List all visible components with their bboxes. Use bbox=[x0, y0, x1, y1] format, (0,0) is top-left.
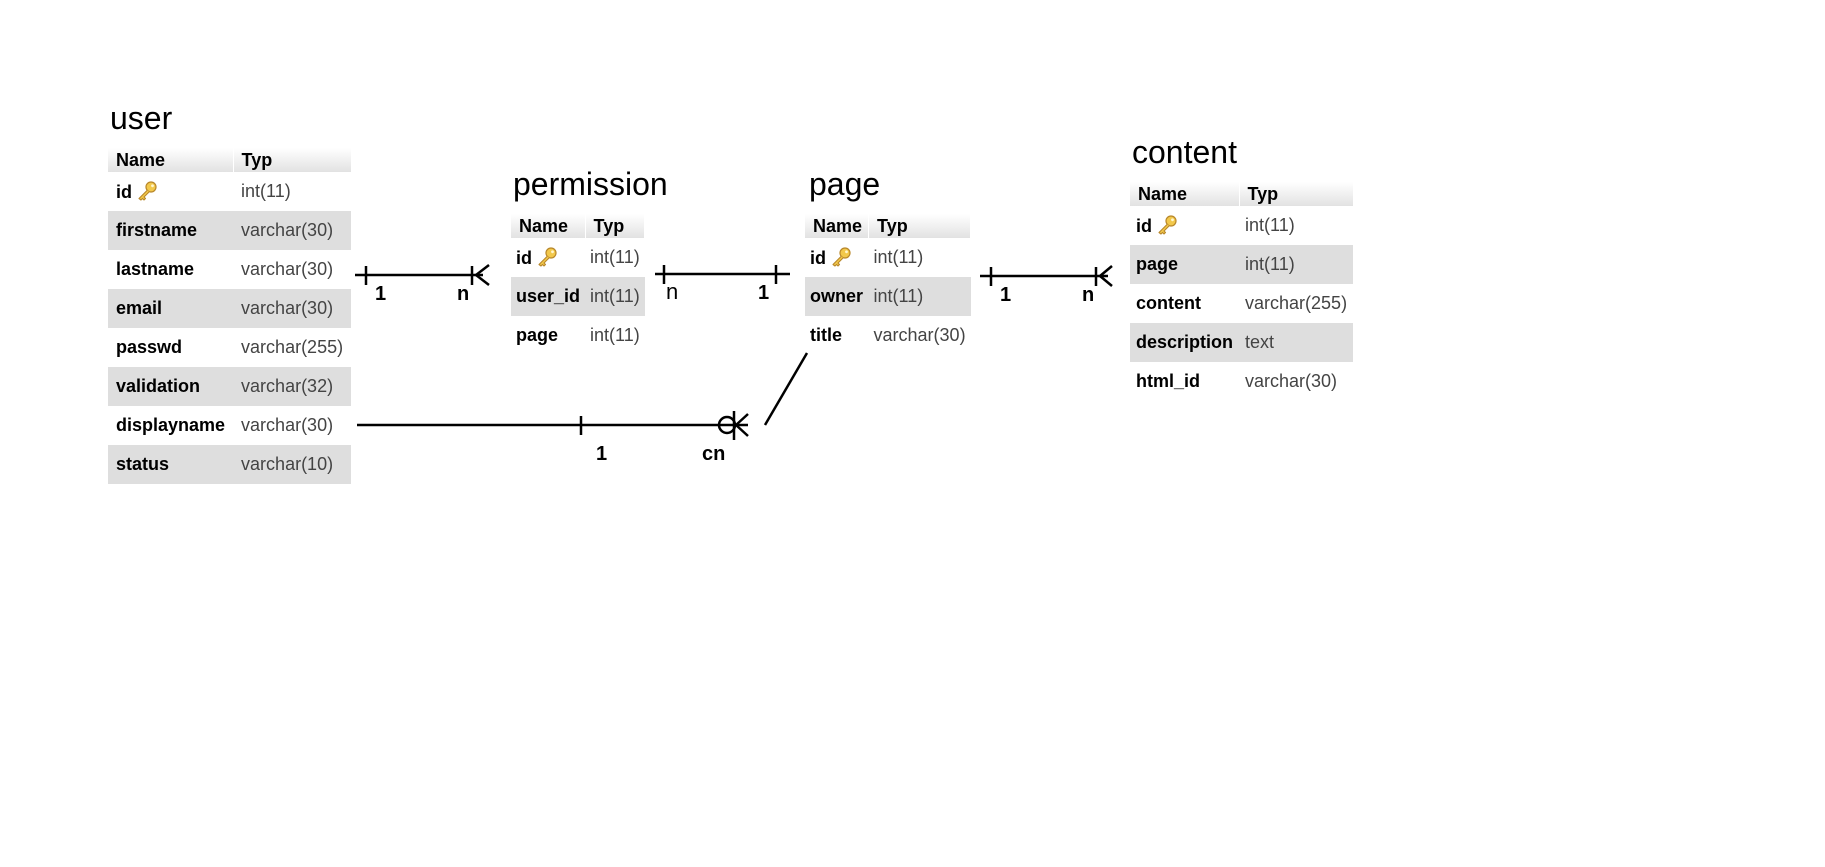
column-header-type: Typ bbox=[868, 214, 972, 238]
field-type: int(11) bbox=[1239, 245, 1354, 284]
key-icon bbox=[1156, 214, 1178, 235]
field-name: id bbox=[1130, 206, 1239, 245]
table-row: owner int(11) bbox=[805, 277, 971, 316]
field-type: varchar(30) bbox=[873, 325, 966, 345]
field-type: varchar(30) bbox=[233, 289, 352, 328]
field-type: text bbox=[1239, 323, 1354, 362]
table-row: firstname varchar(30) bbox=[108, 211, 352, 250]
cardinality-label: 1 bbox=[596, 443, 607, 465]
header-row: Name Typ bbox=[805, 214, 972, 238]
field-type: varchar(30) bbox=[233, 211, 352, 250]
content-table: Name Typ id int(11) page int(11) content… bbox=[1130, 182, 1354, 401]
header-row: Name Typ bbox=[1130, 182, 1354, 206]
field-name: title bbox=[810, 325, 843, 345]
entity-page: page Name Typ id int(11) owner int(11) t… bbox=[805, 166, 972, 355]
column-header-name: Name bbox=[1130, 182, 1240, 206]
relation-page-content bbox=[980, 265, 1113, 287]
table-row: id int(11) bbox=[1130, 206, 1353, 245]
column-header-type: Typ bbox=[233, 148, 352, 172]
key-icon bbox=[136, 180, 158, 201]
relation-user-page-owner bbox=[357, 352, 809, 440]
field-type: int(11) bbox=[590, 325, 640, 345]
field-type: varchar(10) bbox=[233, 445, 352, 484]
field-type: int(11) bbox=[585, 277, 645, 316]
column-header-name: Name bbox=[511, 214, 586, 238]
field-name: description bbox=[1130, 323, 1240, 362]
column-header-type: Typ bbox=[1239, 182, 1354, 206]
table-row: displayname varchar(30) bbox=[108, 406, 351, 445]
field-name: firstname bbox=[108, 211, 234, 250]
header-row: Name Typ bbox=[108, 148, 352, 172]
relation-permission-page bbox=[655, 265, 790, 284]
field-name: id bbox=[108, 172, 233, 211]
permission-table: Name Typ id int(11) user_id int(11) page… bbox=[511, 214, 646, 355]
table-row: passwd varchar(255) bbox=[108, 328, 351, 367]
key-icon bbox=[536, 246, 558, 267]
table-row: id int(11) bbox=[511, 238, 645, 277]
user-table: Name Typ id int(11) firstname varchar(30… bbox=[108, 148, 352, 484]
field-name: displayname bbox=[116, 415, 226, 435]
field-name: status bbox=[108, 445, 234, 484]
cardinality-label: 1 bbox=[1000, 284, 1011, 306]
cardinality-label: n bbox=[457, 283, 469, 305]
field-type: int(11) bbox=[873, 247, 924, 267]
table-row: content varchar(255) bbox=[1130, 284, 1353, 323]
table-row: html_id varchar(30) bbox=[1130, 362, 1353, 401]
page-table: Name Typ id int(11) owner int(11) title … bbox=[805, 214, 972, 355]
field-name: passwd bbox=[116, 337, 183, 357]
field-type: varchar(32) bbox=[233, 367, 352, 406]
table-row: id int(11) bbox=[805, 238, 971, 277]
cardinality-label: 1 bbox=[375, 283, 386, 305]
cardinality-label: n bbox=[666, 279, 678, 304]
table-row: validation varchar(32) bbox=[108, 367, 352, 406]
entity-title-page: page bbox=[809, 166, 881, 202]
field-name: content bbox=[1136, 293, 1201, 313]
entity-permission: permission Name Typ id int(11) user_id i… bbox=[511, 166, 668, 355]
column-header-type: Typ bbox=[585, 214, 646, 238]
field-name: html_id bbox=[1136, 371, 1201, 391]
relation-user-permission bbox=[355, 264, 490, 286]
table-row: page int(11) bbox=[1130, 245, 1354, 284]
field-type: int(11) bbox=[868, 277, 971, 316]
table-row: title varchar(30) bbox=[805, 316, 971, 355]
field-name: page bbox=[516, 325, 559, 345]
entity-title-content: content bbox=[1132, 134, 1237, 170]
field-name: validation bbox=[108, 367, 234, 406]
field-type: int(11) bbox=[590, 247, 640, 267]
cardinality-label: cn bbox=[702, 443, 725, 465]
field-name: id bbox=[805, 238, 869, 277]
field-name: page bbox=[1130, 245, 1240, 284]
field-name: email bbox=[108, 289, 234, 328]
field-type: varchar(30) bbox=[1245, 371, 1338, 391]
table-row: description text bbox=[1130, 323, 1354, 362]
field-name: owner bbox=[805, 277, 869, 316]
field-name: lastname bbox=[116, 259, 195, 279]
entity-title-permission: permission bbox=[513, 166, 668, 202]
table-row: page int(11) bbox=[511, 316, 645, 355]
field-type: varchar(255) bbox=[241, 337, 344, 357]
field-type: int(11) bbox=[241, 181, 291, 201]
field-type: varchar(255) bbox=[1245, 293, 1348, 313]
column-header-name: Name bbox=[108, 148, 234, 172]
field-name: id bbox=[511, 238, 585, 277]
header-row: Name Typ bbox=[511, 214, 646, 238]
field-type: varchar(30) bbox=[241, 259, 334, 279]
key-icon bbox=[830, 246, 852, 267]
table-row: user_id int(11) bbox=[511, 277, 645, 316]
entity-content: content Name Typ id int(11) page int(11)… bbox=[1130, 134, 1354, 401]
cardinality-label: 1 bbox=[758, 282, 769, 304]
field-type: varchar(30) bbox=[241, 415, 334, 435]
field-type: int(11) bbox=[1245, 215, 1295, 235]
entity-user: user Name Typ id int(11) firstname varch… bbox=[108, 100, 352, 484]
table-row: email varchar(30) bbox=[108, 289, 352, 328]
field-name: user_id bbox=[511, 277, 586, 316]
entity-title-user: user bbox=[110, 100, 173, 136]
column-header-name: Name bbox=[805, 214, 870, 238]
table-row: status varchar(10) bbox=[108, 445, 352, 484]
table-row: id int(11) bbox=[108, 172, 351, 211]
table-row: lastname varchar(30) bbox=[108, 250, 351, 289]
cardinality-label: n bbox=[1082, 284, 1094, 306]
